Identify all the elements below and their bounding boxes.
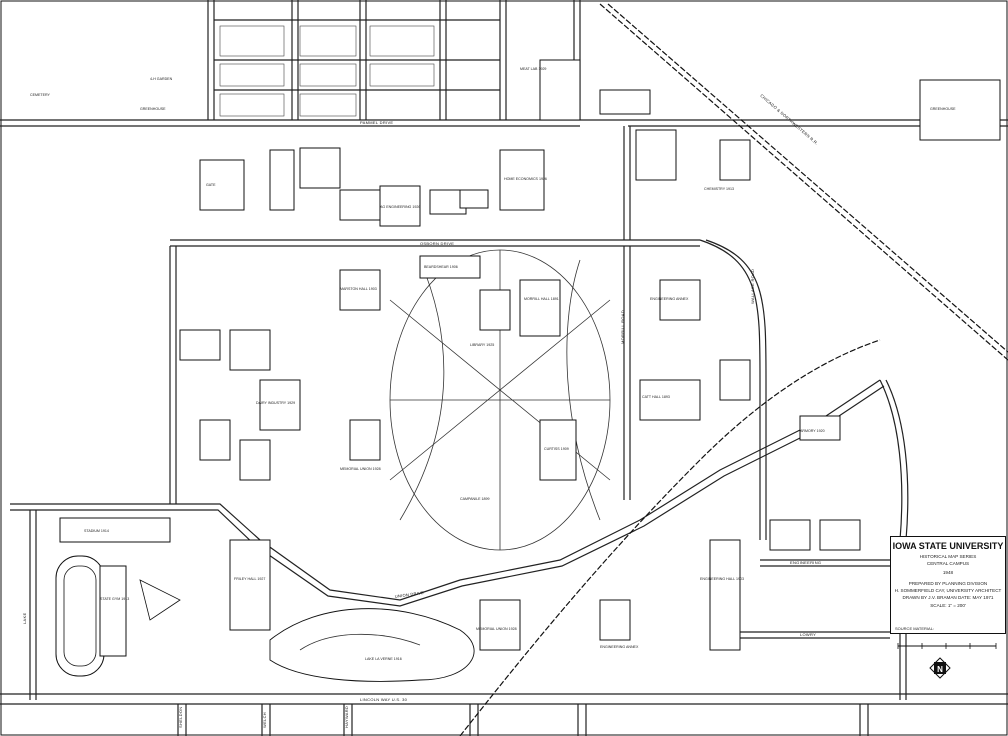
building-knoll [599, 599, 631, 641]
svg-text:GREENHOUSE: GREENHOUSE [930, 107, 956, 111]
building-curtiss [539, 419, 577, 481]
baseball-field [139, 579, 181, 621]
building-stock-pavilion [539, 59, 581, 121]
osborn-drive-label: OSBORN DRIVE [420, 241, 454, 246]
map-area: CENTRAL CAMPUS [926, 561, 970, 566]
4h-garden-label: 4-H GARDEN [150, 77, 173, 81]
svg-text:AG ENGINEERING 1926: AG ENGINEERING 1926 [380, 205, 420, 209]
svg-text:MARSTON HALL 1903: MARSTON HALL 1903 [340, 287, 377, 291]
north-label: N [937, 665, 943, 674]
building-library [339, 269, 381, 311]
hayward-label: HAYWARD [344, 706, 349, 728]
central-campus-paths [389, 249, 611, 551]
svg-text:DAIRY INDUSTRY 1929: DAIRY INDUSTRY 1929 [256, 401, 295, 405]
building-beardshear [419, 255, 481, 279]
map-prepared: PREPARED BY PLANNING DIVISION [908, 581, 988, 586]
lincoln-way-label: LINCOLN WAY U.S. 30 [360, 697, 408, 702]
sheldon-label: SHELDON [178, 707, 183, 728]
svg-text:FRILEY HALL 1927: FRILEY HALL 1927 [234, 577, 265, 581]
building-dairy-industry [639, 379, 701, 421]
building-home-economics [259, 379, 301, 431]
building-dormitory [199, 159, 245, 211]
svg-text:ENGINEERING ANNEX: ENGINEERING ANNEX [600, 645, 639, 649]
title-block: IOWA STATE UNIVERSITY HISTORICAL MAP SER… [890, 536, 1006, 634]
campanile-label: CAMPANILE 1899 [460, 497, 490, 501]
map-architect: H. SOMMERFIELD CAY, UNIVERSITY ARCHITECT [894, 588, 1002, 593]
svg-text:LIBRARY 1925: LIBRARY 1925 [470, 343, 494, 347]
building-armory [799, 415, 841, 441]
svg-text:STATE GYM 1913: STATE GYM 1913 [100, 597, 129, 601]
svg-text:ENGINEERING HALL 1903: ENGINEERING HALL 1903 [700, 577, 744, 581]
building-catt-hall [519, 279, 561, 337]
map-scale: SCALE: 1" = 200' [930, 603, 966, 608]
map-series: HISTORICAL MAP SERIES [919, 554, 977, 559]
svg-text:MEMORIAL UNION 1928: MEMORIAL UNION 1928 [340, 467, 381, 471]
building-greenhouse [919, 79, 1001, 141]
morrill-road-label: MORRILL ROAD [620, 310, 625, 344]
svg-text:GATE: GATE [206, 183, 216, 187]
scale-and-north: N [897, 643, 997, 679]
svg-text:MEAT LAB 1929: MEAT LAB 1929 [520, 67, 546, 71]
building-veterinary [719, 139, 751, 181]
map-year: 1948 [942, 570, 954, 575]
svg-text:CATT HALL 1893: CATT HALL 1893 [642, 395, 670, 399]
engineering-road-label: ENGINEERING [790, 560, 821, 565]
building-morrill-hall [479, 289, 511, 331]
building-physics [379, 185, 421, 227]
building-1 [269, 149, 295, 211]
place-labels: CEMETERY 4-H GARDEN GREENHOUSE CAMPANILE… [30, 77, 490, 501]
union-drive-label: UNION DRIVE [394, 590, 424, 599]
map-source: SOURCE MATERIAL: [895, 626, 935, 631]
lincoln-way-road [0, 693, 1008, 705]
svg-text:MEMORIAL UNION 1928: MEMORIAL UNION 1928 [476, 627, 517, 631]
welch-label: WELCH [262, 712, 267, 728]
cemetery-label: CEMETERY [30, 93, 51, 97]
stadium-road-label: LAKE [22, 613, 27, 624]
wallace-road-label: WALLACE ROAD [750, 269, 755, 304]
building-marston-hall [349, 419, 381, 461]
svg-text:ENGINEERING ANNEX: ENGINEERING ANNEX [650, 297, 689, 301]
building-friley-hall [229, 539, 271, 631]
svg-text:BEARDSHEAR 1906: BEARDSHEAR 1906 [424, 265, 458, 269]
residential-grid [219, 25, 435, 117]
lake-laverne-label: LAKE LA VERNE 1916 [365, 657, 402, 661]
stadium-track: STADIUM 1914 [55, 517, 181, 677]
pammel-drive-label: PAMMEL DRIVE [360, 120, 393, 125]
building-engineering-hall [709, 539, 741, 651]
buildings: GATE AG ENGINEERING 1926 HOME ECONOMICS … [99, 59, 1001, 657]
greenhouse-label: GREENHOUSE [140, 107, 166, 111]
svg-text:MORRILL HALL 1891: MORRILL HALL 1891 [524, 297, 559, 301]
map-drawn: DRAWN BY J.V. BRAMAN DATE: MAY 1971 [902, 595, 994, 600]
lake-laverne: LAKE LA VERNE 1916 [269, 608, 475, 682]
lowry-road-label: LOWRY [800, 632, 816, 637]
svg-text:CURTISS 1909: CURTISS 1909 [544, 447, 569, 451]
svg-text:ARMORY 1920: ARMORY 1920 [800, 429, 825, 433]
svg-text:CHEMISTRY 1913: CHEMISTRY 1913 [704, 187, 734, 191]
building-memorial-union [479, 599, 521, 651]
stadium-label: STADIUM 1914 [84, 529, 109, 533]
building-state-gym [99, 565, 127, 657]
building-ag-engineering [659, 279, 701, 321]
map-title: IOWA STATE UNIVERSITY [892, 541, 1004, 551]
svg-text:HOME ECONOMICS 1926: HOME ECONOMICS 1926 [504, 177, 547, 181]
north-arrow-icon: N [929, 657, 951, 679]
building-chemistry [499, 149, 545, 211]
